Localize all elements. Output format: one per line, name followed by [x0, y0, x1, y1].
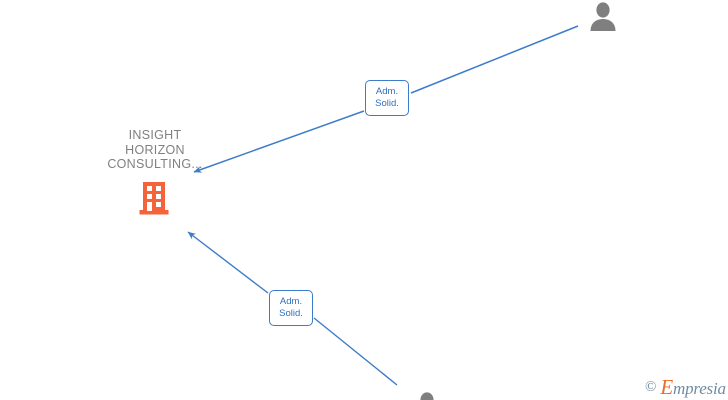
company-node[interactable]: INSIGHT HORIZON CONSULTING...	[95, 128, 215, 221]
person-icon[interactable]	[413, 392, 441, 400]
relation-label-line2: Solid.	[279, 308, 303, 319]
person-node-2[interactable]	[413, 392, 441, 400]
person-icon[interactable]	[589, 2, 617, 32]
building-icon[interactable]	[138, 180, 172, 216]
edge-box1-to-company	[193, 110, 365, 173]
edge-box2-to-company	[187, 231, 269, 294]
person-node-1[interactable]	[589, 2, 617, 32]
relation-label-box-2[interactable]: Adm. Solid.	[269, 290, 313, 326]
watermark: © Empresia	[645, 377, 726, 398]
relation-label-box-1[interactable]: Adm. Solid.	[365, 80, 409, 116]
company-name-label: INSIGHT HORIZON CONSULTING...	[107, 128, 203, 171]
brand-rest: mpresia	[673, 379, 726, 398]
edge-person1-to-box1	[410, 25, 579, 94]
brand-logo: Empresia	[660, 375, 726, 399]
copyright-icon: ©	[645, 379, 657, 395]
relation-label-line1: Adm.	[279, 296, 303, 307]
relation-label-line2: Solid.	[375, 98, 399, 109]
relation-label-line1: Adm.	[375, 86, 399, 97]
edge-person2-to-box2	[313, 317, 398, 386]
brand-initial: E	[660, 375, 674, 399]
